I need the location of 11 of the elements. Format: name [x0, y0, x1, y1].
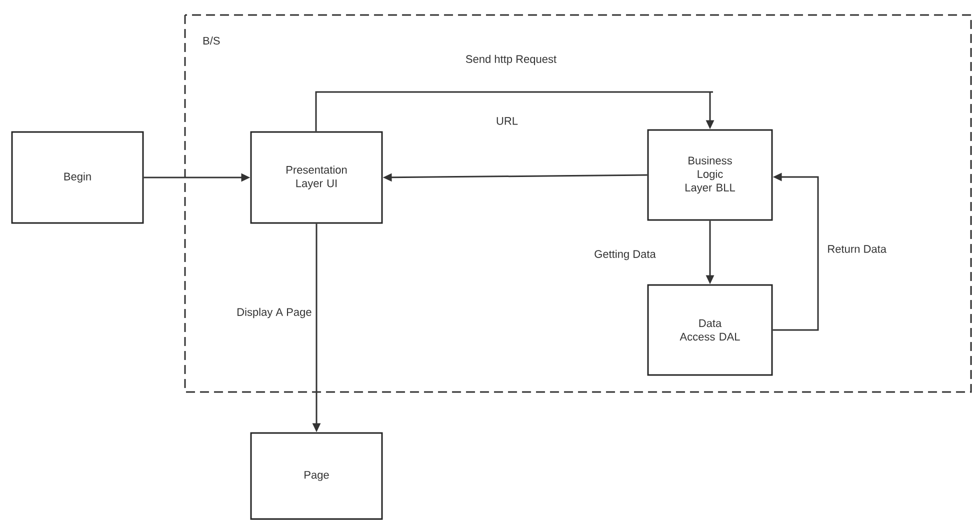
- edge-label: Display A Page: [236, 306, 313, 320]
- process-box: Data Access DAL: [647, 284, 773, 376]
- process-box: Presentation Layer UI: [250, 131, 383, 224]
- process-box: Page: [250, 432, 383, 520]
- edge-label: Return Data: [826, 244, 888, 254]
- process-box: Business Logic Layer BLL: [647, 129, 773, 221]
- process-box: Begin: [11, 131, 144, 224]
- edge-label: Getting Data: [593, 248, 657, 262]
- arrow: [315, 91, 714, 132]
- edge-label: Send http Request: [464, 54, 558, 66]
- text-label: URL: [496, 117, 518, 125]
